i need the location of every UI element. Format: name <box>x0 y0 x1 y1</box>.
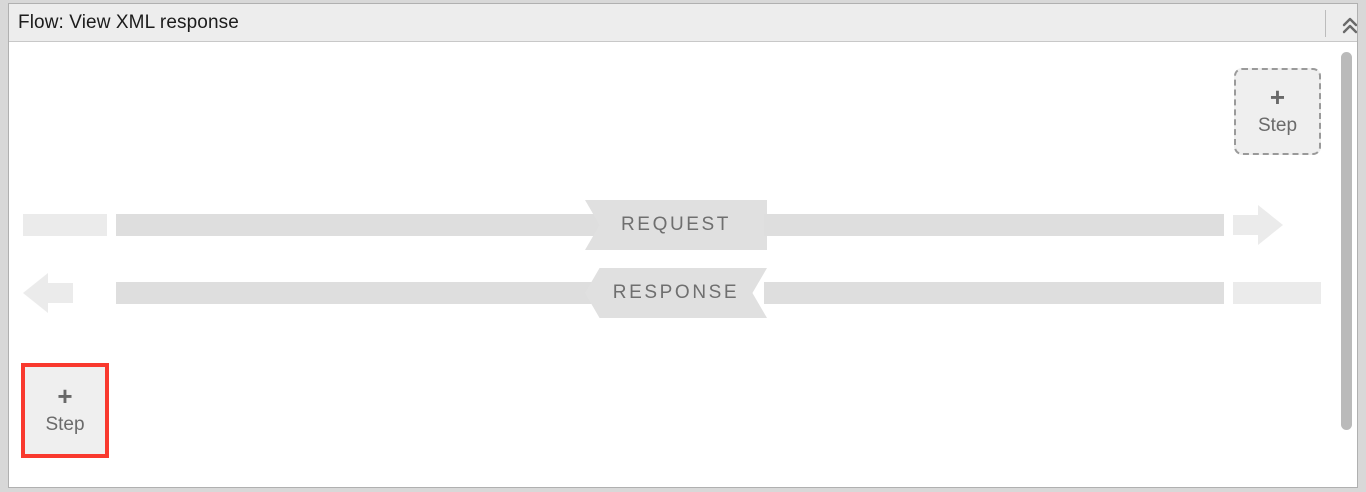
double-chevron-up-icon <box>1334 16 1366 36</box>
response-arrow-head-left-icon <box>23 273 73 313</box>
add-step-button-bottom[interactable]: + Step <box>25 367 105 454</box>
vertical-scrollbar-thumb[interactable] <box>1341 52 1352 430</box>
collapse-panel-button[interactable] <box>1334 8 1366 42</box>
add-step-highlight-frame: + Step <box>21 363 109 458</box>
response-banner: RESPONSE <box>585 268 767 318</box>
request-bar-left <box>116 214 619 236</box>
page-title: Flow: View XML response <box>18 12 239 33</box>
panel-right-gutter <box>1358 3 1366 487</box>
panel-header: Flow: View XML response <box>9 4 1358 42</box>
add-step-label: Step <box>45 413 85 435</box>
plus-icon: + <box>1269 81 1286 112</box>
response-label: RESPONSE <box>612 282 740 303</box>
request-bar-stub-left <box>23 214 107 236</box>
flow-row-request: REQUEST <box>9 200 1357 250</box>
panel-top-gutter <box>0 0 1366 3</box>
request-bar-right <box>764 214 1224 236</box>
response-bar-left <box>116 282 619 304</box>
request-banner: REQUEST <box>585 200 767 250</box>
request-arrow-head-right-icon <box>1233 205 1283 245</box>
plus-icon: + <box>57 380 73 411</box>
add-step-button-top[interactable]: + Step <box>1234 68 1321 155</box>
header-divider <box>1325 10 1326 37</box>
add-step-label: Step <box>1257 114 1298 136</box>
flow-row-response: RESPONSE <box>9 268 1357 318</box>
flow-canvas: + Step REQUEST RESPONSE + <box>9 43 1357 487</box>
response-bar-stub-right <box>1233 282 1321 304</box>
response-bar-right <box>764 282 1224 304</box>
panel-bottom-edge <box>0 487 1366 492</box>
panel-left-gutter <box>0 3 8 487</box>
request-label: REQUEST <box>620 214 732 235</box>
